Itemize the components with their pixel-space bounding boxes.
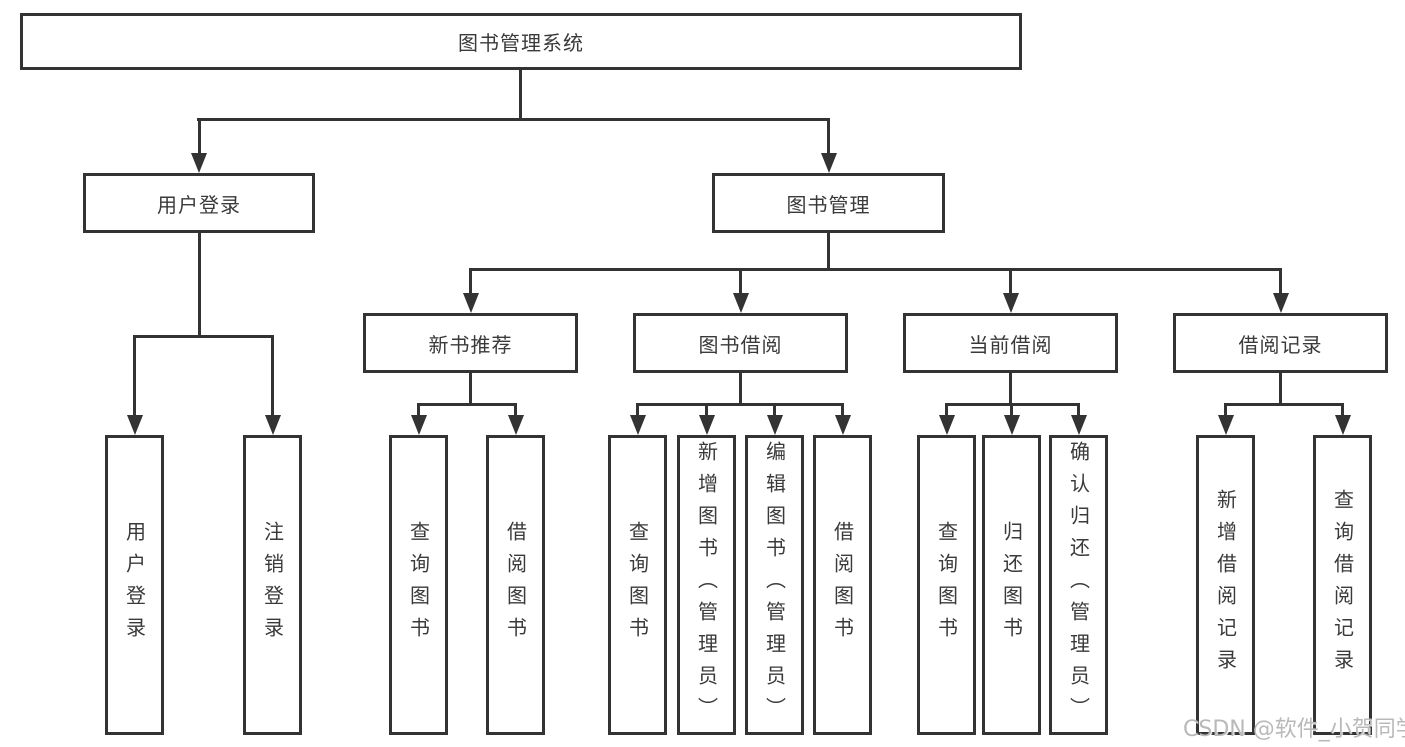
leaf-add-books-admin-label: 新增图书（管理员）: [694, 441, 719, 729]
arrow-down-icon: [1217, 415, 1234, 435]
connector-line: [773, 403, 776, 417]
connector-line: [1279, 373, 1282, 405]
arrow-down-icon: [264, 415, 281, 435]
arrow-down-icon: [766, 415, 783, 435]
arrow-down-icon: [820, 153, 837, 173]
connector-line: [469, 268, 472, 295]
connector-line: [133, 335, 274, 338]
connector-line: [197, 233, 201, 337]
connector-line: [1009, 373, 1012, 405]
node-book-management-label: 图书管理: [786, 192, 871, 217]
leaf-borrow-books-label: 借阅图书: [830, 521, 855, 649]
connector-line: [197, 118, 830, 121]
leaf-edit-books-admin: 编辑图书（管理员）: [745, 435, 804, 735]
connector-line: [417, 403, 517, 406]
connector-line: [1009, 268, 1012, 295]
node-book-borrowing-label: 图书借阅: [698, 332, 783, 357]
connector-line: [636, 403, 639, 417]
leaf-borrow-books-recommend: 借阅图书: [486, 435, 545, 735]
leaf-query-borrow-record: 查询借阅记录: [1313, 435, 1372, 735]
node-user-login: 用户登录: [83, 173, 315, 233]
connector-line: [1224, 403, 1344, 406]
arrow-down-icon: [126, 415, 143, 435]
leaf-return-books: 归还图书: [982, 435, 1041, 735]
leaf-user-login-label: 用户登录: [122, 521, 147, 649]
leaf-query-books-recommend: 查询图书: [389, 435, 448, 735]
node-library-system: 图书管理系统: [20, 13, 1022, 70]
arrow-down-icon: [1070, 415, 1087, 435]
connector-line: [197, 118, 201, 154]
connector-line: [417, 403, 420, 417]
leaf-logout: 注销登录: [243, 435, 302, 735]
node-current-borrowing-label: 当前借阅: [968, 332, 1053, 357]
connector-line: [1224, 403, 1227, 417]
leaf-query-books-current-label: 查询图书: [934, 521, 959, 649]
connector-line: [739, 268, 742, 295]
arrow-down-icon: [629, 415, 646, 435]
arrow-down-icon: [1003, 415, 1020, 435]
connector-line: [1341, 403, 1344, 417]
node-current-borrowing: 当前借阅: [903, 313, 1118, 373]
leaf-edit-books-admin-label: 编辑图书（管理员）: [762, 441, 787, 729]
connector-line: [514, 403, 517, 417]
arrow-down-icon: [834, 415, 851, 435]
connector-line: [705, 403, 708, 417]
node-borrowing-records-label: 借阅记录: [1238, 332, 1323, 357]
node-borrowing-records: 借阅记录: [1173, 313, 1388, 373]
connector-line: [1279, 268, 1282, 295]
node-new-book-recommend: 新书推荐: [363, 313, 578, 373]
node-new-book-recommend-label: 新书推荐: [428, 332, 513, 357]
connector-line: [827, 233, 830, 270]
arrow-down-icon: [732, 293, 749, 313]
leaf-add-borrow-record: 新增借阅记录: [1196, 435, 1255, 735]
leaf-logout-label: 注销登录: [260, 521, 285, 649]
connector-line: [469, 373, 472, 405]
node-book-management: 图书管理: [712, 173, 945, 233]
leaf-query-books-current: 查询图书: [917, 435, 976, 735]
connector-line: [519, 68, 522, 120]
arrow-down-icon: [938, 415, 955, 435]
leaf-query-books-recommend-label: 查询图书: [406, 521, 431, 649]
arrow-down-icon: [507, 415, 524, 435]
node-user-login-label: 用户登录: [157, 192, 241, 217]
connector-line: [271, 335, 274, 417]
leaf-borrow-books-recommend-label: 借阅图书: [503, 521, 528, 649]
arrow-down-icon: [1272, 293, 1289, 313]
leaf-return-books-label: 归还图书: [999, 521, 1024, 649]
connector-line: [469, 268, 1282, 271]
connector-line: [945, 403, 948, 417]
leaf-borrow-books: 借阅图书: [813, 435, 872, 735]
leaf-add-borrow-record-label: 新增借阅记录: [1213, 489, 1238, 681]
connector-line: [1077, 403, 1080, 417]
leaf-confirm-return-admin-label: 确认归还（管理员）: [1066, 441, 1091, 729]
connector-line: [841, 403, 844, 417]
connector-line: [827, 118, 830, 154]
arrow-down-icon: [698, 415, 715, 435]
arrow-down-icon: [1002, 293, 1019, 313]
connector-line: [739, 373, 742, 405]
node-book-borrowing: 图书借阅: [633, 313, 848, 373]
arrow-down-icon: [1334, 415, 1351, 435]
node-library-system-label: 图书管理系统: [458, 31, 584, 55]
leaf-query-borrow-record-label: 查询借阅记录: [1330, 489, 1355, 681]
connector-line: [636, 403, 844, 406]
leaf-query-books-borrowing-label: 查询图书: [625, 521, 650, 649]
arrow-down-icon: [191, 153, 207, 173]
leaf-user-login: 用户登录: [105, 435, 164, 735]
connector-line: [133, 335, 136, 417]
arrow-down-icon: [462, 293, 479, 313]
leaf-confirm-return-admin: 确认归还（管理员）: [1049, 435, 1108, 735]
leaf-add-books-admin: 新增图书（管理员）: [677, 435, 736, 735]
leaf-query-books-borrowing: 查询图书: [608, 435, 667, 735]
csdn-watermark: CSDN @软件_小贺同学: [1183, 717, 1405, 742]
connector-line: [1010, 403, 1013, 417]
arrow-down-icon: [410, 415, 427, 435]
